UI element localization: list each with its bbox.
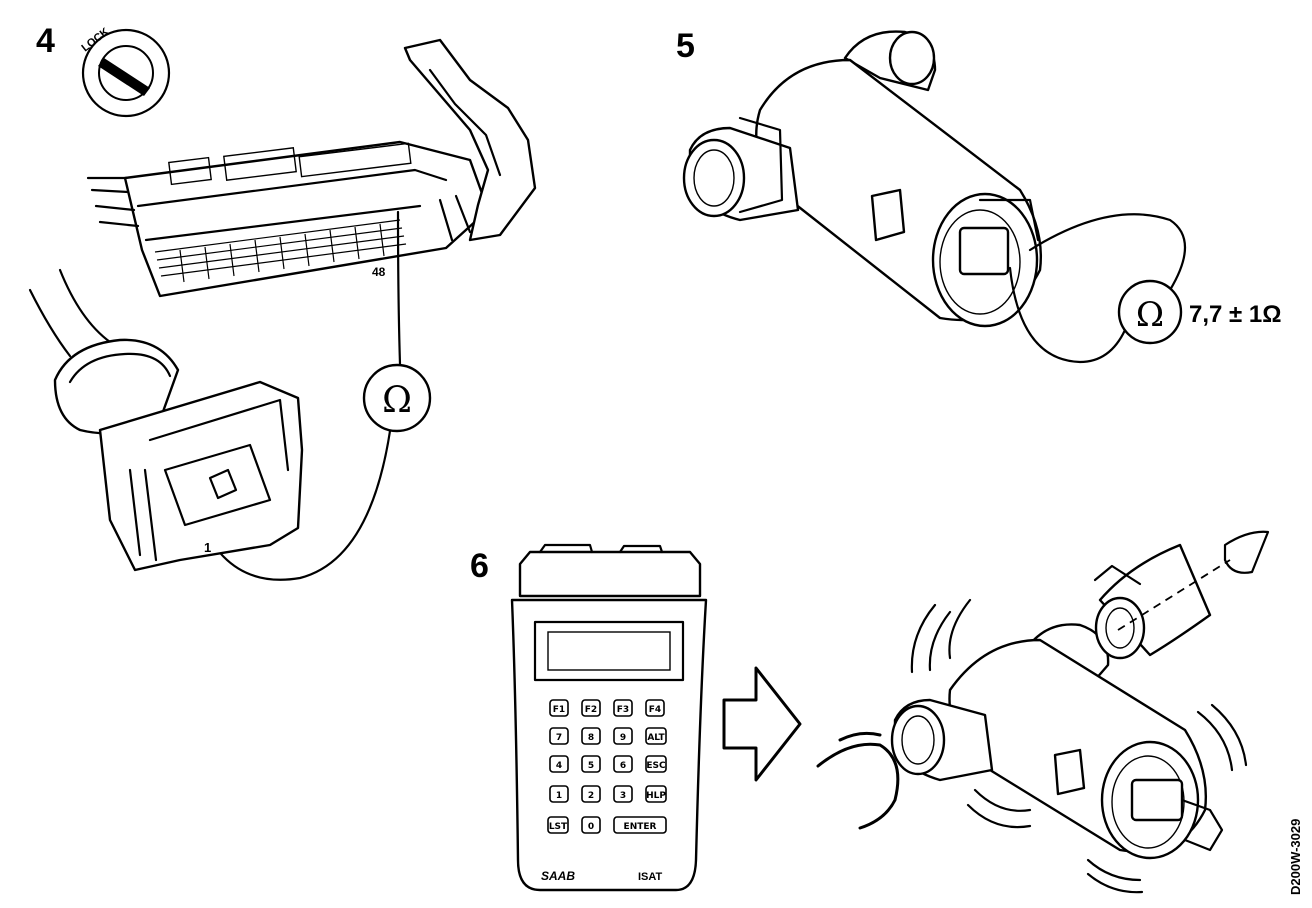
key-alt-label: ALT	[647, 733, 665, 743]
eye-icon	[1223, 530, 1270, 574]
key-f3	[613, 699, 633, 717]
key-enter-label: ENTER	[624, 822, 657, 832]
pin-48-label: 48	[372, 265, 386, 279]
key-hlp-label: HLP	[646, 791, 666, 801]
key-6	[613, 755, 633, 773]
key-5	[581, 755, 601, 773]
idle-air-valve-drawing	[682, 30, 1042, 328]
panel-6-isat-test: F1 F2 F3 F4 7 8 9 ALT 4 5 6	[510, 530, 1270, 894]
key-7	[549, 727, 569, 745]
key-3	[613, 785, 633, 803]
step-number-6: 6	[470, 547, 489, 585]
key-9-label: 9	[620, 733, 626, 743]
key-f1-label: F1	[553, 705, 565, 715]
ohm-symbol-5: Ω	[1136, 295, 1164, 335]
panel-5-valve-resistance: Ω 7,7 ± 1Ω	[682, 30, 1281, 364]
tester-model: ISAT	[638, 871, 663, 883]
ecu-connector-drawing: 48	[86, 38, 537, 298]
key-enter	[613, 816, 667, 834]
arrow-right-icon	[722, 666, 802, 782]
key-f1	[549, 699, 569, 717]
key-esc-label: ESC	[646, 761, 666, 771]
panel-4-connector-test: LOCK 48	[28, 26, 537, 581]
key-hlp	[645, 785, 667, 803]
key-0-label: 0	[588, 822, 594, 832]
key-f3-label: F3	[617, 705, 629, 715]
step-number-5: 5	[676, 27, 695, 65]
key-3-label: 3	[620, 791, 626, 801]
key-2	[581, 785, 601, 803]
connector-pin-grid	[154, 219, 407, 283]
key-4	[549, 755, 569, 773]
step-number-4: 4	[36, 22, 55, 60]
key-lst	[547, 816, 569, 834]
pin-1-label: 1	[204, 540, 211, 555]
key-1	[549, 785, 569, 803]
tester-brand: SAAB	[541, 869, 575, 883]
ohm-symbol-4: Ω	[382, 380, 412, 421]
key-f2-label: F2	[585, 705, 597, 715]
vibrating-valve-drawing	[816, 530, 1270, 894]
key-lst-label: LST	[549, 822, 568, 832]
key-f4	[645, 699, 665, 717]
key-8	[581, 727, 601, 745]
key-5-label: 5	[588, 761, 594, 771]
key-esc	[645, 755, 667, 773]
key-f2	[581, 699, 601, 717]
key-9	[613, 727, 633, 745]
ohmmeter-symbol-5: Ω	[1117, 279, 1183, 345]
resistance-spec: 7,7 ± 1Ω	[1189, 301, 1281, 328]
key-2-label: 2	[588, 791, 594, 801]
harness-plug-drawing: 1	[28, 268, 304, 572]
ohmmeter-symbol-4: Ω	[362, 363, 432, 433]
figure-code: D200W-3029	[1288, 819, 1303, 895]
key-f4-label: F4	[649, 705, 661, 715]
lock-icon: LOCK	[79, 26, 171, 118]
key-6-label: 6	[620, 761, 626, 771]
key-alt	[645, 727, 667, 745]
key-0	[581, 816, 601, 834]
keypad: F1 F2 F3 F4 7 8 9 ALT 4 5 6	[547, 699, 667, 834]
key-7-label: 7	[556, 733, 562, 743]
key-1-label: 1	[556, 791, 562, 801]
key-8-label: 8	[588, 733, 594, 743]
isat-tester-device: F1 F2 F3 F4 7 8 9 ALT 4 5 6	[510, 543, 708, 892]
key-4-label: 4	[556, 761, 562, 771]
lock-label: LOCK	[79, 26, 111, 55]
